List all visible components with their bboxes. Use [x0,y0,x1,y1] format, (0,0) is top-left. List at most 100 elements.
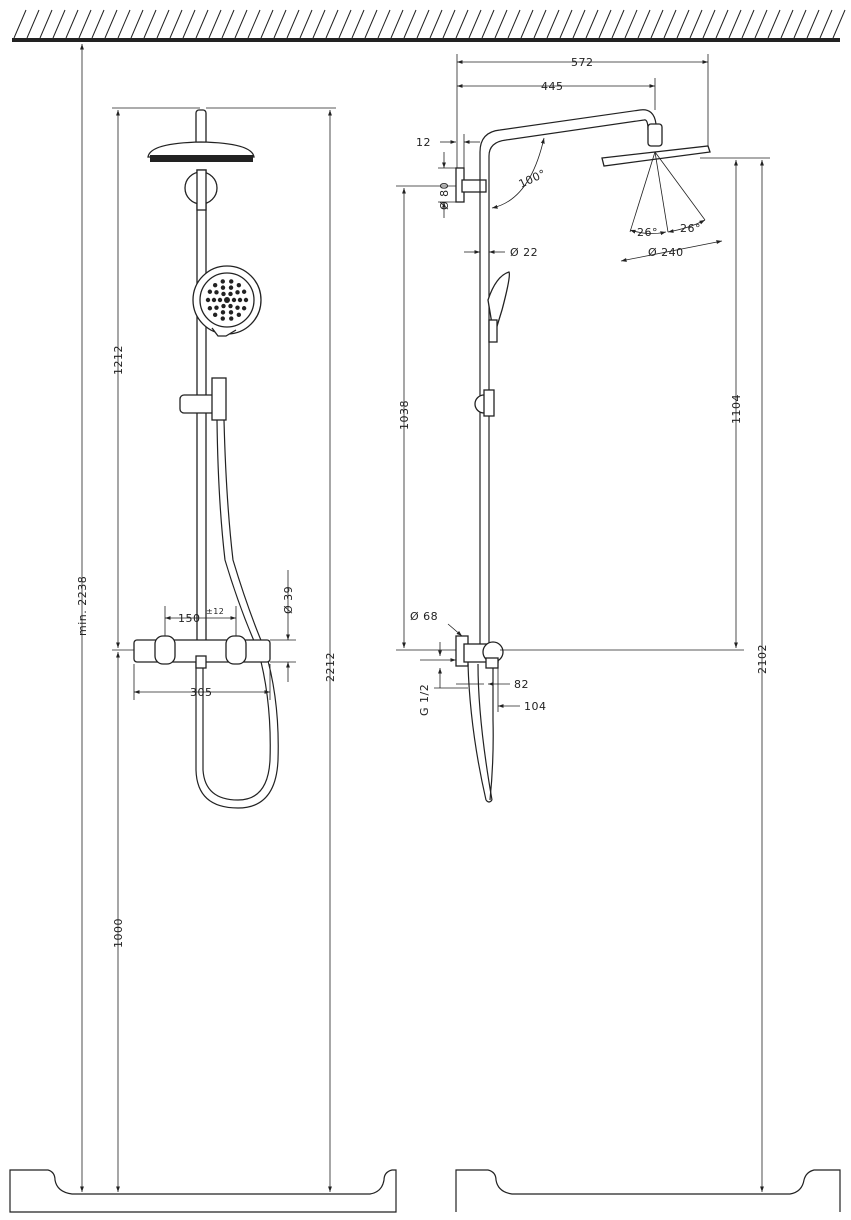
spray-nozzle [214,290,219,295]
spray-nozzle [220,316,225,321]
ceiling-hatch-line [611,9,625,39]
label-572: 572 [571,56,594,69]
spray-nozzle [236,282,242,288]
ceiling-hatch-line [26,9,40,39]
spray-nozzle [237,297,243,303]
spray-nozzle [220,310,226,315]
ceiling-hatch-line [221,9,235,39]
spray-nozzle [221,291,226,297]
ceiling-hatch-line [481,9,495,39]
ceiling-hatch-line [130,9,144,39]
label-1212: 1212 [112,345,125,375]
ceiling-hatch-line [273,9,287,39]
label-diameter-80: Ø 80 [438,182,451,210]
ceiling-hatch-line [403,9,417,39]
ceiling-hatch-line [156,9,170,39]
ceiling-hatch-line [702,9,716,39]
ceiling-hatch-line [689,9,703,39]
ceiling-hatch-line [715,9,729,39]
ceiling-hatch-line [650,9,664,39]
spray-nozzle [205,297,211,303]
spray-nozzle [228,310,234,315]
ceiling-hatch-line [377,9,391,39]
label-tolerance: ±12 [206,607,224,616]
label-thread: G 1/2 [418,684,431,716]
ceiling-hatch-line [663,9,677,39]
ceiling-hatch-line [572,9,586,39]
spray-nozzle [224,297,230,303]
dimension-labels: min. 2238 1212 1000 2212 150 ±12 305 Ø 3… [76,56,769,948]
label-150: 150 [178,612,201,625]
ceiling-hatch-line [143,9,157,39]
ceiling-hatch-line [78,9,92,39]
ceiling-hatch-line [260,9,274,39]
spray-nozzle [220,285,226,290]
ceiling-hatch-line [507,9,521,39]
ceiling-hatch-line [793,9,807,39]
shower-tray-front [9,1169,397,1213]
spray-nozzle [229,316,234,321]
ceiling-hatch-line [65,9,79,39]
ceiling-hatch-line [585,9,599,39]
ceiling-hatch-line [39,9,53,39]
ceiling-hatch-line [299,9,313,39]
ceiling-hatch-line [754,9,768,39]
ceiling-hatch-line [91,9,105,39]
ceiling-hatch-line [455,9,469,39]
label-diameter-39: Ø 39 [282,586,295,614]
ceiling-hatch-line [325,9,339,39]
ceiling-hatch-line [312,9,326,39]
label-2212: 2212 [324,652,337,682]
side-dimensions [396,54,770,1192]
ceiling-hatch-line [832,9,846,39]
spray-nozzle [212,282,218,288]
spray-nozzle [220,279,225,284]
ceiling-hatch-line [780,9,794,39]
ceiling-hatch-line [52,9,66,39]
spray-nozzle [235,290,240,295]
ceiling-hatch-line [338,9,352,39]
spray-nozzle [241,306,247,311]
label-2102: 2102 [756,644,769,674]
spray-nozzle [241,289,247,294]
spray-nozzle [211,297,217,303]
ceiling-hatch-line [195,9,209,39]
label-diameter-68: Ø 68 [410,610,438,623]
spray-nozzle [217,297,223,303]
spray-nozzle [235,305,240,310]
spray-nozzle [228,285,234,290]
label-angle-26-right: 26° [680,222,701,235]
spray-nozzle [231,297,237,303]
ceiling-hatch-line [169,9,183,39]
ceiling-hatch-line [806,9,820,39]
label-104: 104 [524,700,547,713]
spray-nozzle [214,305,219,310]
ceiling-hatch-line [819,9,833,39]
spray-nozzle [228,303,233,309]
ceiling-hatch-line [208,9,222,39]
label-angle-100: 100° [517,167,548,191]
spray-nozzle [212,312,218,318]
ceiling-hatch-line [559,9,573,39]
ceiling-hatch-line [624,9,638,39]
ceiling-hatch-line [533,9,547,39]
spray-nozzle [236,312,242,318]
label-445: 445 [541,80,564,93]
label-angle-26-left: 26° [637,226,658,239]
label-diameter-240: Ø 240 [648,246,684,259]
front-dimensions [80,44,336,1192]
side-view [455,109,711,803]
label-1000: 1000 [112,918,125,948]
ceiling-hatch-line [442,9,456,39]
spray-nozzle [228,291,233,297]
ceiling-hatch-line [390,9,404,39]
spray-nozzle [243,297,249,303]
ceiling-hatch-line [494,9,508,39]
ceiling-hatch-line [13,9,27,39]
ceiling-hatch-line [767,9,781,39]
spray-nozzle [229,279,234,284]
label-min-2238: min. 2238 [76,576,89,636]
ceiling-hatch-line [637,9,651,39]
front-view [133,109,279,809]
